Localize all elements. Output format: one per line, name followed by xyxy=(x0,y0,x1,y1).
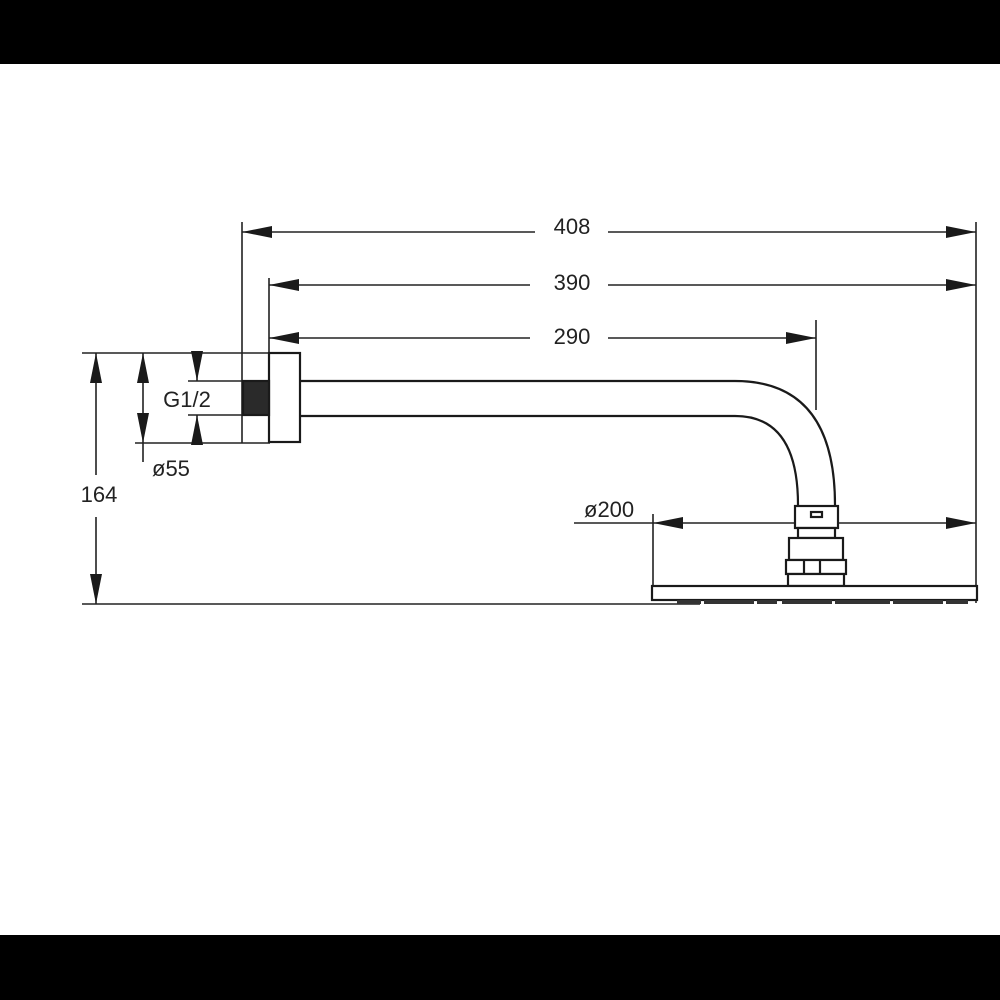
joint-base xyxy=(786,572,846,588)
label-290: 290 xyxy=(554,324,591,349)
joint-ring xyxy=(784,558,848,576)
drawing-canvas: 408 390 290 G1/2 ø55 164 ø200 xyxy=(0,64,1000,935)
label-408: 408 xyxy=(554,214,591,239)
ball-joint xyxy=(787,536,845,562)
wall-flange xyxy=(267,351,302,444)
shower-arm xyxy=(300,379,837,506)
label-flange-diameter: ø55 xyxy=(152,456,190,481)
shower-head-plate xyxy=(650,584,979,602)
connector-neck xyxy=(796,526,837,540)
label-thread: G1/2 xyxy=(163,387,211,412)
shower-head-nozzles xyxy=(677,600,968,604)
thread-nipple xyxy=(241,379,271,417)
bottom-frame-band xyxy=(0,935,1000,1000)
top-frame-band xyxy=(0,0,1000,64)
label-390: 390 xyxy=(554,270,591,295)
label-head-diameter: ø200 xyxy=(584,497,634,522)
label-height: 164 xyxy=(81,482,118,507)
